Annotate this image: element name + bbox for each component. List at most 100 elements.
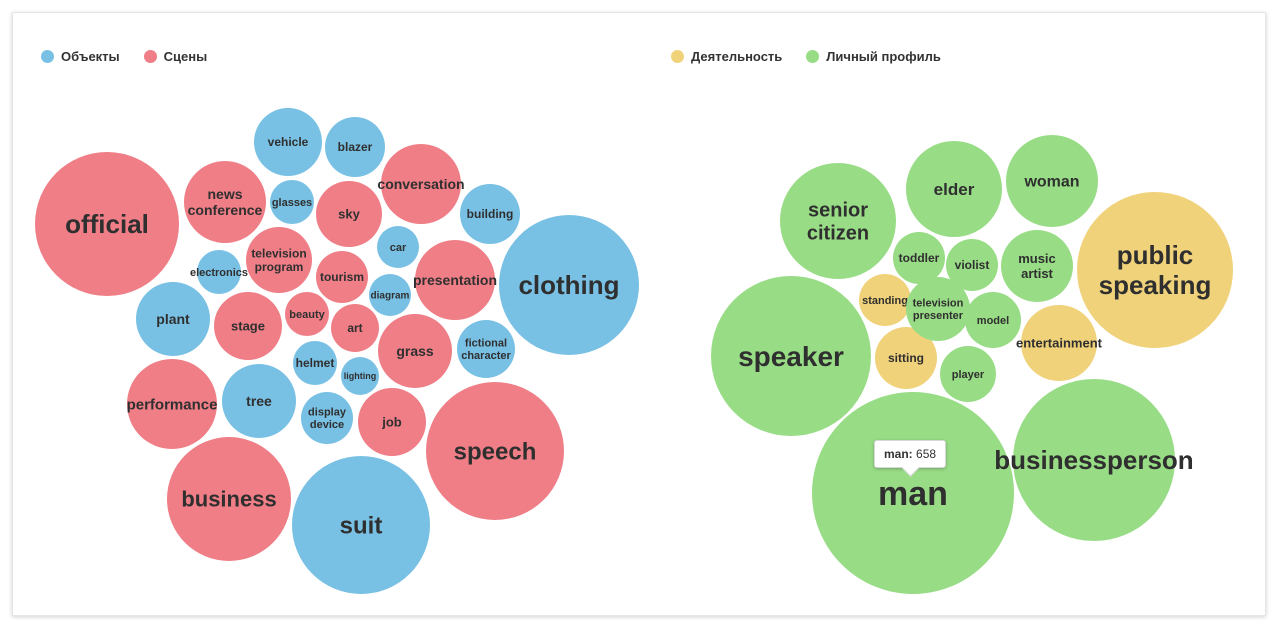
bubble-label-toddler: toddler	[899, 251, 940, 265]
bubble-performance[interactable]	[127, 359, 217, 449]
bubble-electronics[interactable]	[197, 250, 241, 294]
bubble-entertainment[interactable]	[1021, 305, 1097, 381]
bubble-public-speaking[interactable]	[1077, 192, 1233, 348]
bubble-label-businessperson: businessperson	[994, 445, 1193, 475]
bubble-job[interactable]	[358, 388, 426, 456]
bubble-label-diagram: diagram	[371, 291, 410, 302]
bubble-stage[interactable]	[214, 292, 282, 360]
legend-right: Деятельность Личный профиль	[671, 49, 941, 64]
bubble-plant[interactable]	[136, 282, 210, 356]
bubble-label-man: man	[878, 475, 948, 513]
bubble-vehicle[interactable]	[254, 108, 322, 176]
bubble-label-plant: plant	[156, 311, 190, 327]
bubble-label-car: car	[390, 242, 407, 254]
bubble-building[interactable]	[460, 184, 520, 244]
bubble-violist[interactable]	[946, 239, 998, 291]
bubble-fictional-character[interactable]	[457, 320, 515, 378]
bubble-beauty[interactable]	[285, 292, 329, 336]
bubble-tree[interactable]	[222, 364, 296, 438]
bubble-tourism[interactable]	[316, 251, 368, 303]
bubble-model[interactable]	[965, 292, 1021, 348]
bubble-news-conference[interactable]	[184, 161, 266, 243]
legend-label-profile: Личный профиль	[826, 49, 941, 64]
bubble-label-sky: sky	[338, 207, 360, 222]
bubble-official[interactable]	[35, 152, 179, 296]
bubble-senior-citizen[interactable]	[780, 163, 896, 279]
bubble-suit[interactable]	[292, 456, 430, 594]
legend-label-activity: Деятельность	[691, 49, 783, 64]
tooltip-value: 658	[916, 447, 937, 461]
bubble-businessperson[interactable]	[1013, 379, 1175, 541]
bubble-label-standing: standing	[862, 295, 908, 307]
bubble-label-player: player	[952, 369, 985, 381]
tooltip-label: man:	[884, 447, 913, 461]
bubble-car[interactable]	[377, 226, 419, 268]
legend-item-profile[interactable]: Личный профиль	[806, 49, 941, 64]
bubble-label-speaker: speaker	[738, 341, 844, 372]
bubble-business[interactable]	[167, 437, 291, 561]
legend-dot-profile	[806, 50, 820, 63]
bubble-sky[interactable]	[316, 181, 382, 247]
bubble-speaker[interactable]	[711, 276, 871, 436]
bubble-label-entertainment: entertainment	[1016, 336, 1103, 351]
bubble-label-beauty: beauty	[289, 309, 325, 321]
legend-item-objects[interactable]: Объекты	[41, 49, 120, 64]
bubble-display-device[interactable]	[301, 392, 353, 444]
bubble-glasses[interactable]	[270, 180, 314, 224]
bubble-label-blazer: blazer	[338, 140, 373, 154]
bubble-label-clothing: clothing	[518, 270, 619, 300]
bubble-label-presentation: presentation	[413, 272, 497, 288]
bubble-label-suit: suit	[340, 512, 383, 539]
bubble-label-business: business	[181, 487, 276, 512]
bubble-label-woman: woman	[1023, 174, 1079, 191]
bubble-label-job: job	[381, 415, 402, 430]
bubble-label-glasses: glasses	[272, 197, 312, 209]
bubble-sitting[interactable]	[875, 327, 937, 389]
bubble-music-artist[interactable]	[1001, 230, 1073, 302]
legend-item-scenes[interactable]: Сцены	[143, 49, 207, 64]
bubble-label-stage: stage	[231, 319, 265, 334]
bubble-elder[interactable]	[906, 141, 1002, 237]
bubble-label-electronics: electronics	[190, 267, 248, 279]
bubble-presentation[interactable]	[415, 240, 495, 320]
bubble-toddler[interactable]	[893, 232, 945, 284]
bubble-clothing[interactable]	[499, 215, 639, 355]
bubble-lighting[interactable]	[341, 357, 379, 395]
bubble-helmet[interactable]	[293, 341, 337, 385]
bubble-label-tree: tree	[246, 393, 272, 409]
bubble-label-helmet: helmet	[296, 356, 335, 370]
bubble-conversation[interactable]	[381, 144, 461, 224]
bubble-player[interactable]	[940, 346, 996, 402]
legend-dot-scenes	[143, 50, 157, 63]
legend-left: Объекты Сцены	[41, 49, 207, 64]
bubble-label-grass: grass	[396, 343, 434, 359]
bubble-television-presenter[interactable]	[906, 277, 970, 341]
bubble-label-building: building	[467, 207, 514, 221]
bubble-television-program[interactable]	[246, 227, 312, 293]
bubble-label-sitting: sitting	[888, 351, 924, 365]
bubble-label-elder: elder	[934, 180, 975, 199]
bubble-art[interactable]	[331, 304, 379, 352]
bubble-man[interactable]	[812, 392, 1014, 594]
legend-item-activity[interactable]: Деятельность	[671, 49, 782, 64]
bubble-standing[interactable]	[859, 274, 911, 326]
bubble-blazer[interactable]	[325, 117, 385, 177]
bubble-label-performance: performance	[127, 396, 218, 413]
bubble-grass[interactable]	[378, 314, 452, 388]
bubble-woman[interactable]	[1006, 135, 1098, 227]
bubble-speech[interactable]	[426, 382, 564, 520]
legend-label-objects: Объекты	[61, 49, 120, 64]
legend-dot-objects	[41, 50, 54, 63]
bubble-label-model: model	[977, 315, 1009, 327]
legend-dot-activity	[671, 50, 684, 63]
bubble-label-vehicle: vehicle	[268, 135, 309, 149]
bubble-diagram[interactable]	[369, 274, 411, 316]
